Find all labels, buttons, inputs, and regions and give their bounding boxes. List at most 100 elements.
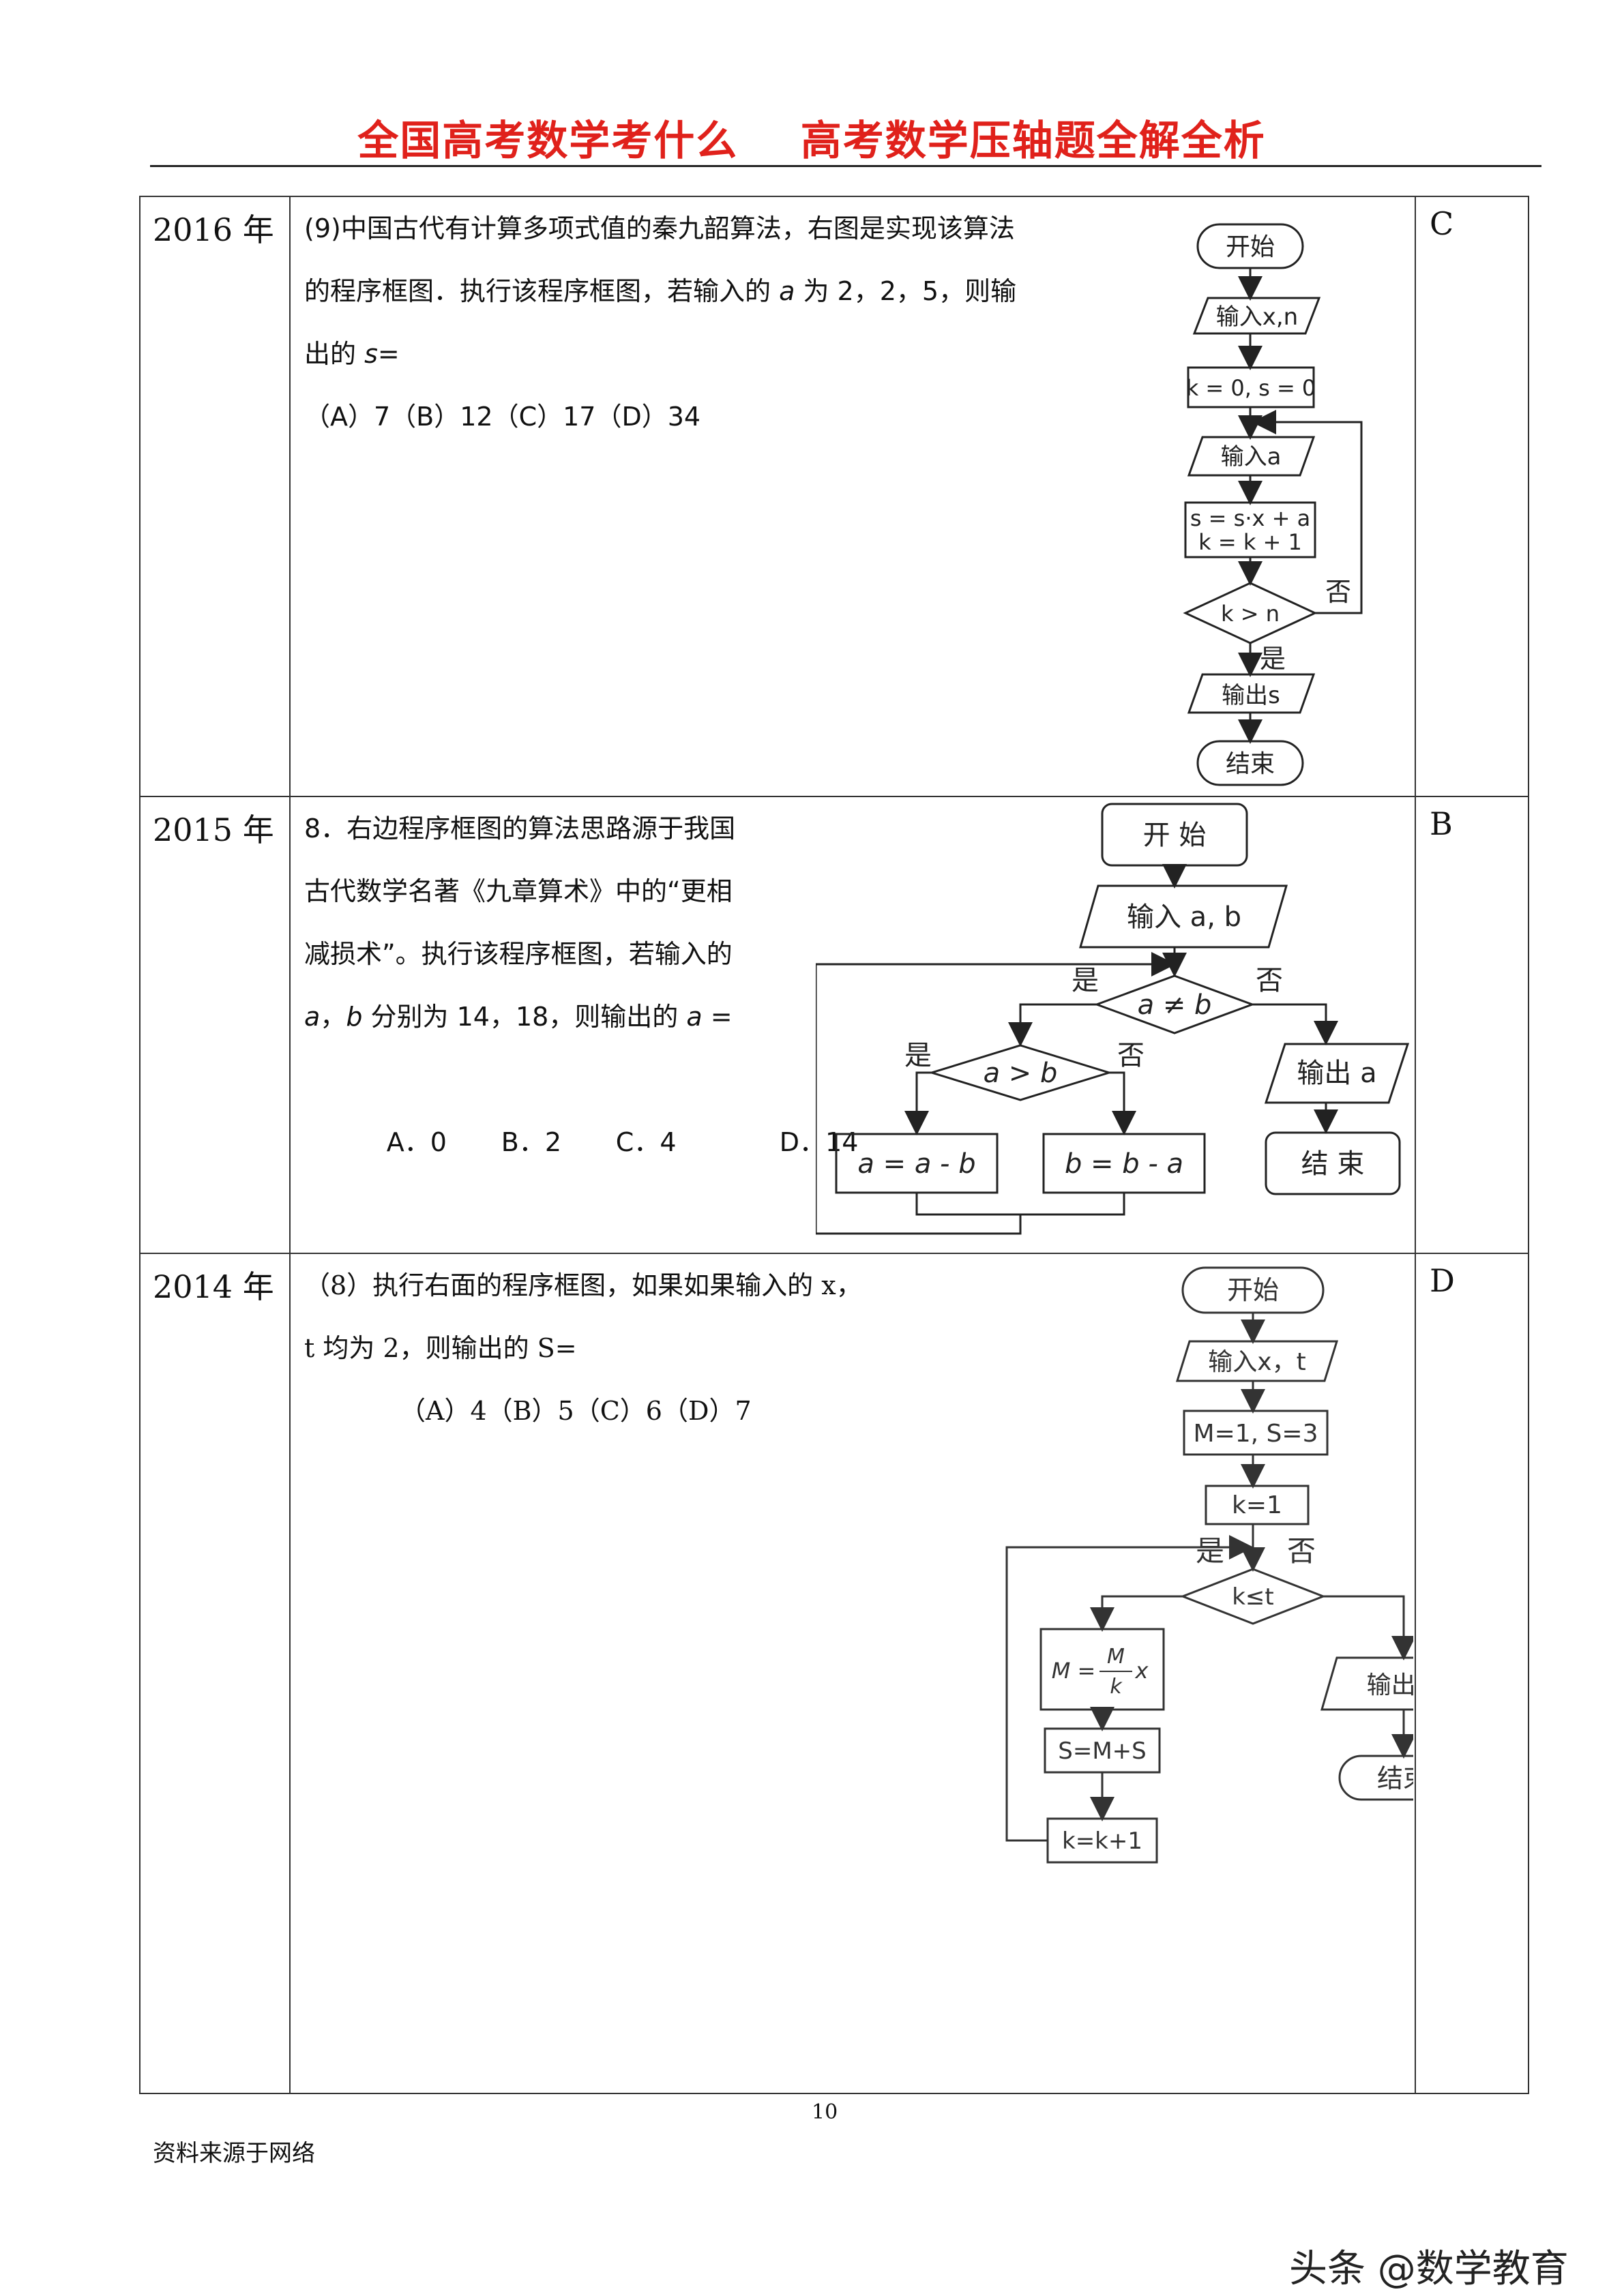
k-init-box — [1205, 1485, 1310, 1525]
flowchart-2016: 开始 输入x,n k = 0, s = 0 输入a s = s·x + a k … — [1183, 223, 1363, 786]
no-branch-line — [1252, 1003, 1338, 1045]
end-terminal — [1196, 740, 1304, 786]
merge-line — [816, 1214, 1022, 1235]
answer-options: （A）4（B）5（C）6（D）7 — [400, 1396, 752, 1426]
yes-label: 是 — [1072, 965, 1099, 996]
output-label: 输出 a — [1297, 1058, 1376, 1089]
question-line: 古代数学名著《九章算术》中的“更相 — [304, 876, 733, 906]
question-line: (9)中国古代有计算多项式值的秦九韶算法，右图是实现该算法 — [304, 213, 1015, 243]
m-update-x: x — [1135, 1658, 1149, 1684]
loop-back-arrow — [1252, 410, 1363, 614]
question-line: 8．右边程序框图的算法思路源于我国 — [304, 814, 736, 844]
k-init-label: k=1 — [1232, 1491, 1282, 1519]
m-update-numerator: M — [1107, 1645, 1125, 1669]
decision-a-ne-b — [1093, 974, 1256, 1034]
answer-cell: C — [1415, 196, 1529, 797]
table-row-2016: 2016 年 (9)中国古代有计算多项式值的秦九韶算法，右图是实现该算法 的程序… — [139, 196, 1529, 797]
yes-branch-line — [1090, 1595, 1183, 1632]
input-parallelogram — [1079, 884, 1288, 949]
yes-branch-line — [1008, 1003, 1097, 1047]
question-line: t 均为 2，则输出的 S= — [304, 1333, 577, 1363]
year-label: 2014 年 — [153, 1268, 274, 1305]
loop-back-arrow — [1005, 1535, 1254, 1842]
table-row-2014: 2014 年 （8）执行右面的程序框图，如果如果输入的 x， t 均为 2，则输… — [139, 1253, 1529, 2094]
answer-label: B — [1430, 805, 1453, 842]
input-label: 输入x,n — [1216, 303, 1298, 331]
input-parallelogram — [1175, 1340, 1339, 1382]
year-cell: 2015 年 — [139, 796, 291, 1254]
merge-line — [915, 1193, 1125, 1216]
year-label: 2015 年 — [153, 811, 274, 848]
answer-label: C — [1430, 205, 1454, 242]
output-parallelogram — [1320, 1656, 1413, 1711]
question-line: 的程序框图．执行该程序框图，若输入的 a 为 2，2，5，则输 — [304, 276, 1017, 306]
question-line: a，b 分别为 14，18，则输出的 a = — [304, 1002, 733, 1032]
answer-cell: D — [1415, 1253, 1529, 2094]
no-branch-line — [1323, 1595, 1413, 1660]
input-label: 输入 a, b — [1127, 901, 1241, 933]
end-label: 结 束 — [1301, 1148, 1365, 1180]
question-text: (9)中国古代有计算多项式值的秦九韶算法，右图是实现该算法 的程序框图．执行该程… — [304, 197, 1109, 448]
m-update-denominator: k — [1110, 1675, 1123, 1699]
decision-diamond — [1179, 1568, 1327, 1625]
assign-b-label: b = b - a — [1065, 1148, 1183, 1180]
condition-label: a ≠ b — [1138, 989, 1212, 1021]
yes-label: 是 — [904, 1040, 932, 1071]
end-label: 结束 — [1226, 750, 1275, 778]
question-line: 减损术”。执行该程序框图，若输入的 — [304, 939, 733, 969]
question-table: 2016 年 (9)中国古代有计算多项式值的秦九韶算法，右图是实现该算法 的程序… — [139, 196, 1529, 2094]
yes-label: 是 — [1260, 644, 1286, 674]
no-label: 否 — [1117, 1040, 1145, 1071]
start-label: 开始 — [1226, 233, 1275, 261]
question-text: （8）执行右面的程序框图，如果如果输入的 x， t 均为 2，则输出的 S= （… — [304, 1254, 918, 1442]
output-label: 输出s — [1222, 682, 1280, 709]
init-label: M=1, S=3 — [1194, 1420, 1318, 1448]
condition-label: a > b — [984, 1058, 1058, 1089]
yes-branch-line — [904, 1071, 932, 1135]
flowchart-2014: 开始 输入x，t M=1, S=3 k=1 k≤t 是 否 M = M k x … — [1005, 1266, 1413, 1864]
input-a-parallelogram — [1187, 436, 1316, 477]
s-update-label: S=M+S — [1058, 1738, 1146, 1765]
end-box — [1265, 1131, 1401, 1195]
page-number: 10 — [812, 2100, 838, 2124]
input-label: 输入x，t — [1208, 1348, 1305, 1376]
loop-left-line — [816, 963, 1170, 1234]
question-line: 出的 s= — [304, 339, 400, 369]
input-parallelogram — [1192, 297, 1321, 335]
input-a-label: 输入a — [1221, 443, 1282, 471]
year-cell: 2014 年 — [139, 1253, 291, 2094]
no-label: 否 — [1325, 577, 1351, 607]
source-note: 资料来源于网络 — [153, 2140, 315, 2167]
question-text: 8．右边程序框图的算法思路源于我国 古代数学名著《九章算术》中的“更相 减损术”… — [304, 797, 859, 1236]
answer-label: D — [1430, 1262, 1455, 1299]
init-label: k = 0, s = 0 — [1186, 375, 1316, 401]
flowchart-2015: 开 始 输入 a, b a ≠ b 是 否 a > b 是 否 a = a - … — [816, 803, 1410, 1235]
m-update-lhs: M = — [1052, 1658, 1096, 1684]
question-cell: (9)中国古代有计算多项式值的秦九韶算法，右图是实现该算法 的程序框图．执行该程… — [289, 196, 1416, 797]
output-label: 输出S — [1367, 1671, 1413, 1699]
k-update-label: k=k+1 — [1062, 1828, 1142, 1855]
end-terminal — [1338, 1755, 1413, 1801]
decision-a-gt-b — [928, 1044, 1113, 1101]
condition-label: k≤t — [1232, 1583, 1274, 1611]
question-cell: （8）执行右面的程序框图，如果如果输入的 x， t 均为 2，则输出的 S= （… — [289, 1253, 1416, 2094]
page-header-title: 全国高考数学考什么 高考数学压轴题全解全析 — [357, 117, 1266, 165]
output-parallelogram — [1264, 1043, 1410, 1104]
year-label: 2016 年 — [153, 211, 274, 248]
year-cell: 2016 年 — [139, 196, 291, 797]
output-parallelogram — [1187, 673, 1316, 714]
answer-options: （A）7（B）12（C）17（D）34 — [304, 402, 701, 432]
start-label: 开始 — [1227, 1275, 1279, 1305]
answer-cell: B — [1415, 796, 1529, 1254]
update-label-1: s = s·x + a — [1190, 505, 1310, 531]
no-label: 否 — [1287, 1534, 1316, 1568]
init-box — [1183, 1410, 1329, 1456]
update-label-2: k = k + 1 — [1198, 529, 1302, 555]
yes-label: 是 — [1196, 1534, 1224, 1568]
header-rule — [150, 165, 1541, 167]
question-cell: 8．右边程序框图的算法思路源于我国 古代数学名著《九章算术》中的“更相 减损术”… — [289, 796, 1416, 1254]
table-row-2015: 2015 年 8．右边程序框图的算法思路源于我国 古代数学名著《九章算术》中的“… — [139, 796, 1529, 1254]
no-branch-line — [1109, 1071, 1136, 1135]
assign-a-label: a = a - b — [857, 1148, 975, 1180]
